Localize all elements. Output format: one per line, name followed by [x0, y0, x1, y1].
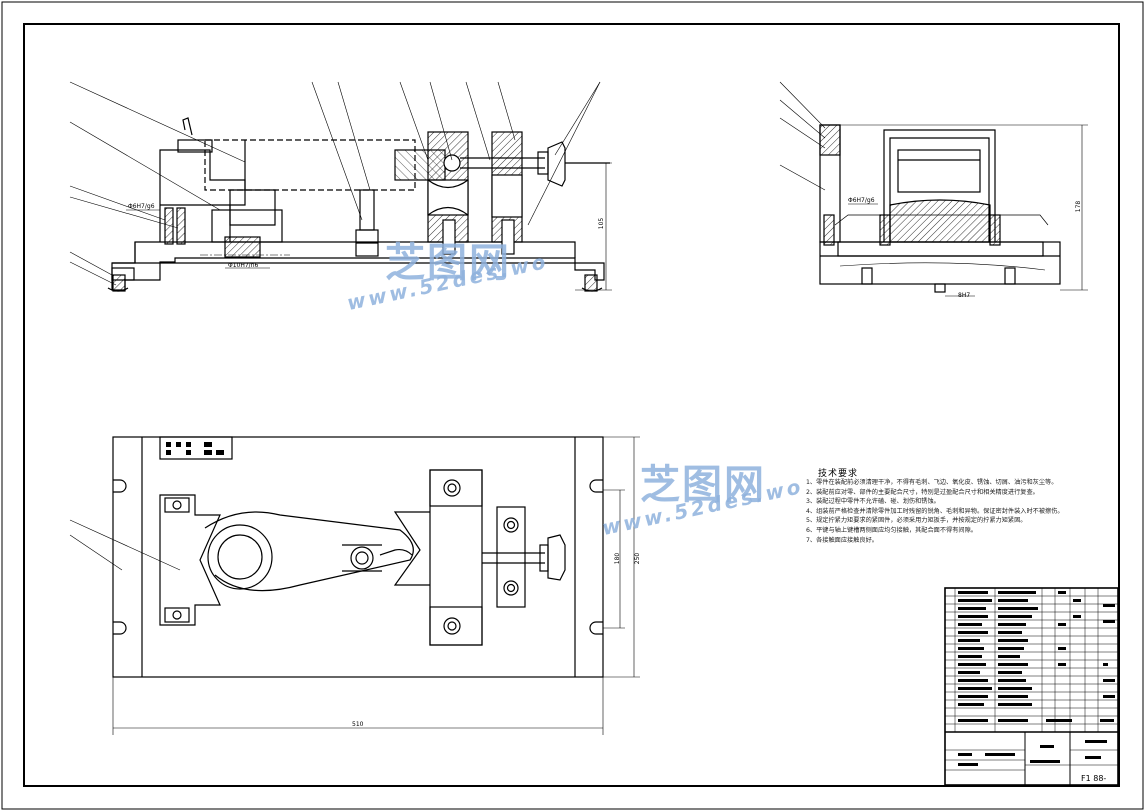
top-height-inner-label: 180: [614, 552, 622, 565]
side-key-label: 8H7: [958, 292, 971, 299]
side-leader-lines: [779, 81, 826, 191]
front-bushing: [224, 236, 261, 258]
front-height-label: 105: [598, 217, 606, 230]
side-height-label: 178: [1075, 200, 1083, 213]
side-workpiece: [897, 149, 981, 193]
top-handwheel: [547, 534, 566, 581]
side-frame: [883, 129, 996, 242]
technical-requirements-list: 1、零件在装配前必须清理干净，不得有毛刺、飞边、氧化皮、锈蚀、切屑、油污和灰尘等…: [806, 478, 1126, 545]
side-fit-label: Φ6H7/g6: [848, 197, 875, 204]
front-leader-lines: [69, 81, 601, 286]
sheet-frame-border: [23, 23, 1120, 787]
requirement-item: 2、装配前应对零、部件的主要配合尺寸，特别是过盈配合尺寸和相关精度进行复查。: [806, 488, 1039, 496]
title-block: [944, 587, 1119, 786]
front-fit-left-label: Φ6H7/g6: [128, 203, 155, 210]
top-left-vblock: [159, 494, 221, 626]
top-view: [69, 436, 640, 735]
front-left-support: [159, 149, 246, 242]
front-fit-bottom-label: Φ10H7/n6: [228, 262, 259, 269]
front-handwheel: [547, 141, 566, 187]
title-block-text-marks: [958, 591, 1115, 766]
requirement-item: 7、各接触面应接触良好。: [806, 536, 878, 544]
top-nameplate: [159, 436, 233, 460]
requirement-item: 1、零件在装配前必须清理干净，不得有毛刺、飞边、氧化皮、锈蚀、切屑、油污和灰尘等…: [806, 479, 1058, 486]
requirement-item: 3、装配过程中零件不允许磕、碰、划伤和锈蚀。: [806, 498, 940, 506]
top-height-outer-label: 250: [634, 552, 642, 565]
top-workpiece-arm: [204, 511, 414, 592]
requirement-item: 4、组装前严格检查并清除零件加工时残留的锐角、毛刺和异物。保证密封件装入时不被擦…: [806, 507, 1064, 515]
requirement-item: 6、平键与轴上键槽两侧面应均匀接触，其配合面不得有间隙。: [806, 526, 977, 534]
technical-requirements-title: 技术要求: [818, 469, 859, 479]
front-center-stud: [359, 189, 375, 231]
top-nut: [350, 546, 374, 570]
front-base-plate: [111, 257, 605, 291]
top-mid-vblock: [393, 511, 430, 586]
top-base-plate: [112, 436, 604, 678]
top-guide-block: [496, 506, 526, 608]
top-leader-lines: [69, 519, 181, 571]
top-width-label: 510: [352, 721, 364, 728]
front-view: [69, 81, 612, 292]
drawing-code: F1 88-: [1081, 774, 1107, 783]
front-workpiece: [229, 189, 276, 226]
side-view: [779, 81, 1088, 297]
side-hatched-block: [889, 199, 991, 243]
top-arm-bore: [207, 524, 273, 590]
requirement-item: 5、规定拧紧力矩要求的紧固件，必须采用力矩扳手，并按规定的拧紧力矩紧固。: [806, 517, 1027, 525]
